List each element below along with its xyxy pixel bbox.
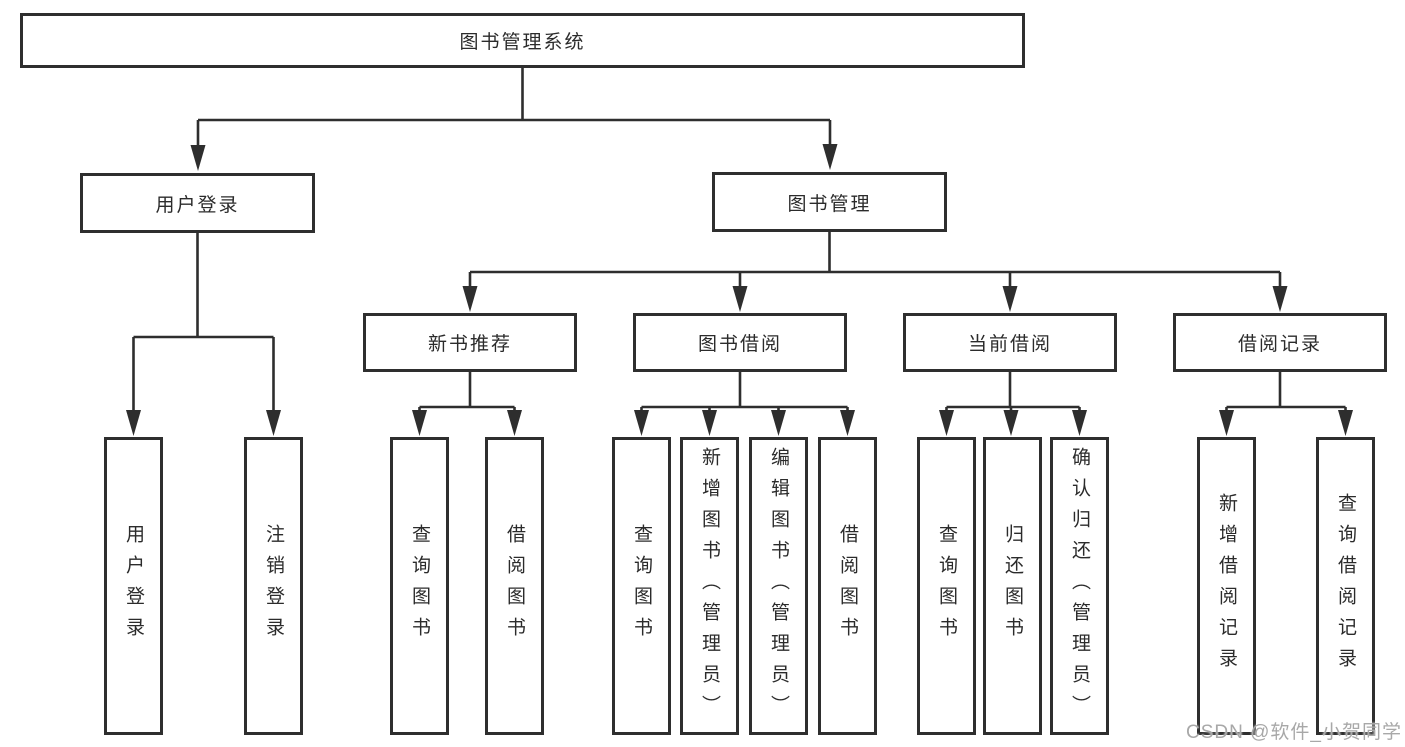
- arrowhead: [412, 410, 427, 436]
- leaf-nb-query-books-label: 查询图书: [409, 524, 430, 648]
- arrowhead: [1002, 286, 1018, 312]
- leaf-cb-confirm-return-admin: 确认归还（管理员）: [1050, 437, 1109, 735]
- arrowhead: [771, 410, 786, 436]
- arrowhead: [507, 410, 522, 436]
- arrowhead: [822, 144, 838, 170]
- node-book-borrow-label: 图书借阅: [697, 334, 782, 355]
- connector-book-borrow: [640, 372, 849, 426]
- leaf-user-login: 用户登录: [104, 437, 163, 735]
- arrowhead: [939, 410, 954, 436]
- node-book-management-label: 图书管理: [787, 193, 872, 215]
- leaf-br-add-borrow-record: 新增借阅记录: [1197, 437, 1256, 735]
- connector-user-login: [132, 233, 275, 426]
- arrowhead: [126, 410, 141, 436]
- connector-root: [196, 68, 832, 161]
- leaf-bb-query-books: 查询图书: [612, 437, 671, 735]
- arrowhead: [732, 286, 748, 312]
- arrowhead: [1003, 410, 1019, 436]
- connector-book-management: [468, 232, 1282, 302]
- leaf-cb-return-books: 归还图书: [983, 437, 1042, 735]
- leaf-cb-return-books-label: 归还图书: [1002, 524, 1023, 648]
- node-root: 图书管理系统: [20, 13, 1025, 68]
- leaf-user-login-label: 用户登录: [123, 524, 144, 648]
- arrowhead: [1219, 410, 1234, 436]
- leaf-cb-confirm-return-admin-label: 确认归还（管理员）: [1069, 446, 1090, 726]
- leaf-bb-borrow-books: 借阅图书: [818, 437, 877, 735]
- arrowhead: [1272, 286, 1288, 312]
- node-current-borrow-label: 当前借阅: [967, 334, 1052, 355]
- leaf-bb-borrow-books-label: 借阅图书: [837, 524, 858, 648]
- leaf-bb-add-books-admin: 新增图书（管理员）: [680, 437, 739, 735]
- leaf-nb-borrow-books: 借阅图书: [485, 437, 544, 735]
- node-new-book-recommend: 新书推荐: [363, 313, 577, 372]
- leaf-nb-query-books: 查询图书: [390, 437, 449, 735]
- node-borrow-records: 借阅记录: [1173, 313, 1387, 372]
- node-book-management: 图书管理: [712, 172, 947, 232]
- leaf-bb-edit-books-admin: 编辑图书（管理员）: [749, 437, 808, 735]
- leaf-cb-query-books: 查询图书: [917, 437, 976, 735]
- csdn-watermark: CSDN @软件_小贺同学: [1186, 722, 1402, 743]
- leaf-bb-edit-books-admin-label: 编辑图书（管理员）: [768, 446, 789, 726]
- leaf-cb-query-books-label: 查询图书: [936, 524, 957, 648]
- arrowhead: [634, 410, 649, 436]
- arrowhead: [1338, 410, 1353, 436]
- node-user-login: 用户登录: [80, 173, 315, 233]
- node-book-borrow: 图书借阅: [633, 313, 847, 372]
- leaf-bb-query-books-label: 查询图书: [631, 524, 652, 648]
- leaf-nb-borrow-books-label: 借阅图书: [504, 524, 525, 648]
- node-root-label: 图书管理系统: [459, 32, 586, 53]
- node-new-book-recommend-label: 新书推荐: [427, 334, 512, 355]
- arrowhead: [1072, 410, 1087, 436]
- leaf-logout-label: 注销登录: [263, 524, 284, 648]
- connector-new-book: [418, 372, 516, 426]
- leaf-bb-add-books-admin-label: 新增图书（管理员）: [699, 446, 720, 726]
- node-current-borrow: 当前借阅: [903, 313, 1117, 372]
- leaf-logout: 注销登录: [244, 437, 303, 735]
- arrowhead: [190, 145, 206, 171]
- node-user-login-label: 用户登录: [155, 194, 240, 216]
- arrowhead: [266, 410, 281, 436]
- arrowhead: [462, 286, 478, 312]
- node-borrow-records-label: 借阅记录: [1237, 334, 1322, 355]
- leaf-br-query-borrow-record-label: 查询借阅记录: [1335, 493, 1356, 679]
- arrowhead: [840, 410, 855, 436]
- arrowhead: [702, 410, 717, 436]
- leaf-br-add-borrow-record-label: 新增借阅记录: [1216, 493, 1237, 679]
- leaf-br-query-borrow-record: 查询借阅记录: [1316, 437, 1375, 735]
- connector-borrow-records: [1225, 372, 1347, 426]
